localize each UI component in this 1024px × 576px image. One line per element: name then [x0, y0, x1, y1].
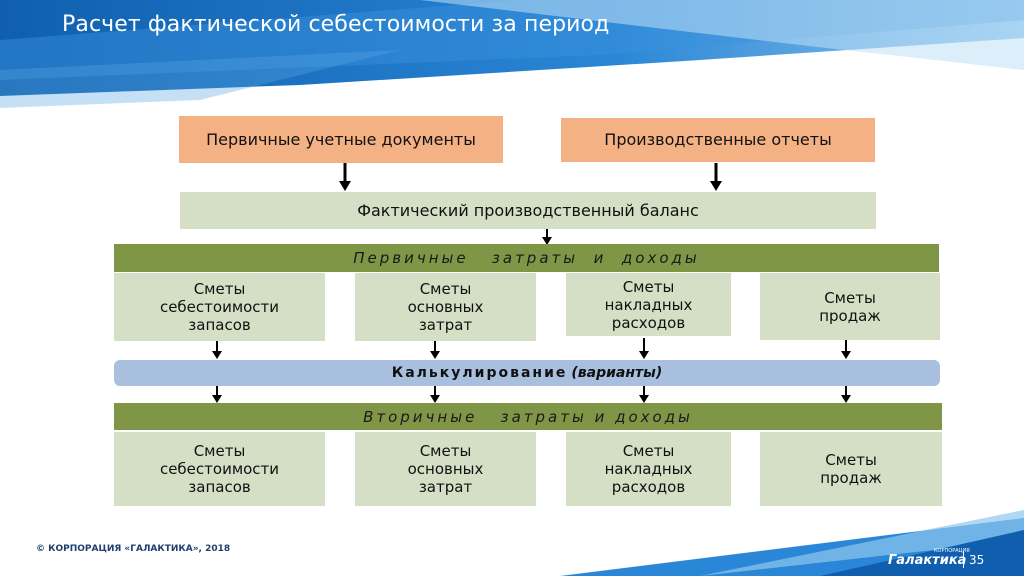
secondary-costs-band: Вторичные затраты и доходы	[114, 403, 942, 430]
secondary-costs-label: Вторичные затраты и доходы	[363, 407, 693, 426]
primary-overhead-label: Сметы накладных расходов	[604, 277, 693, 332]
arrow-down-icon	[212, 341, 222, 359]
production-balance-label: Фактический производственный баланс	[357, 200, 699, 220]
secondary-overhead-label: Сметы накладных расходов	[604, 442, 693, 496]
company-logo: Галактика	[888, 553, 967, 568]
arrow-down-icon	[212, 386, 222, 403]
calculation-band: Калькулирование (варианты)	[114, 360, 940, 386]
primary-sales-box: Сметы продаж	[760, 273, 940, 340]
arrow-down-icon	[841, 340, 851, 359]
arrow-down-icon	[542, 229, 552, 245]
footer-background	[560, 510, 1024, 576]
secondary-sales-box: Сметы продаж	[760, 432, 942, 506]
copyright-text: © КОРПОРАЦИЯ «ГАЛАКТИКА», 2018	[36, 544, 231, 554]
primary-documents-box: Первичные учетные документы	[179, 116, 503, 163]
primary-sales-label: Сметы продаж	[819, 288, 881, 325]
secondary-overhead-box: Сметы накладных расходов	[566, 432, 731, 506]
primary-costs-label: Первичные затраты и доходы	[353, 249, 700, 267]
secondary-inventory-cost-label: Сметы себестоимости запасов	[159, 442, 280, 496]
primary-inventory-cost-box: Сметы себестоимости запасов	[114, 273, 325, 341]
primary-documents-label: Первичные учетные документы	[206, 129, 476, 149]
arrow-down-icon	[639, 386, 649, 403]
page-number: 35	[969, 553, 985, 567]
primary-inventory-cost-label: Сметы себестоимости запасов	[159, 280, 280, 334]
arrow-down-icon	[710, 163, 722, 191]
secondary-main-costs-label: Сметы основных затрат	[407, 442, 484, 496]
production-reports-label: Производственные отчеты	[604, 130, 832, 149]
arrow-down-icon	[841, 386, 851, 403]
arrow-down-icon	[339, 163, 351, 191]
arrow-down-icon	[639, 338, 649, 359]
production-reports-box: Производственные отчеты	[561, 118, 875, 162]
secondary-sales-label: Сметы продаж	[820, 451, 882, 487]
primary-main-costs-label: Сметы основных затрат	[407, 280, 484, 334]
primary-overhead-box: Сметы накладных расходов	[566, 273, 731, 336]
calculation-label: Калькулирование	[391, 365, 568, 381]
production-balance-box: Фактический производственный баланс	[180, 192, 876, 229]
header-background	[0, 0, 1024, 110]
arrow-down-icon	[430, 386, 440, 403]
secondary-inventory-cost-box: Сметы себестоимости запасов	[114, 432, 325, 506]
primary-costs-band: Первичные затраты и доходы	[114, 244, 939, 272]
calculation-variants-label: (варианты)	[571, 365, 663, 381]
arrow-down-icon	[430, 341, 440, 359]
logo-caption: КОРПОРАЦИЯ	[934, 548, 970, 554]
secondary-main-costs-box: Сметы основных затрат	[355, 432, 536, 506]
slide-title: Расчет фактической себестоимости за пери…	[62, 12, 610, 37]
primary-main-costs-box: Сметы основных затрат	[355, 273, 536, 341]
footer-divider	[963, 552, 964, 568]
